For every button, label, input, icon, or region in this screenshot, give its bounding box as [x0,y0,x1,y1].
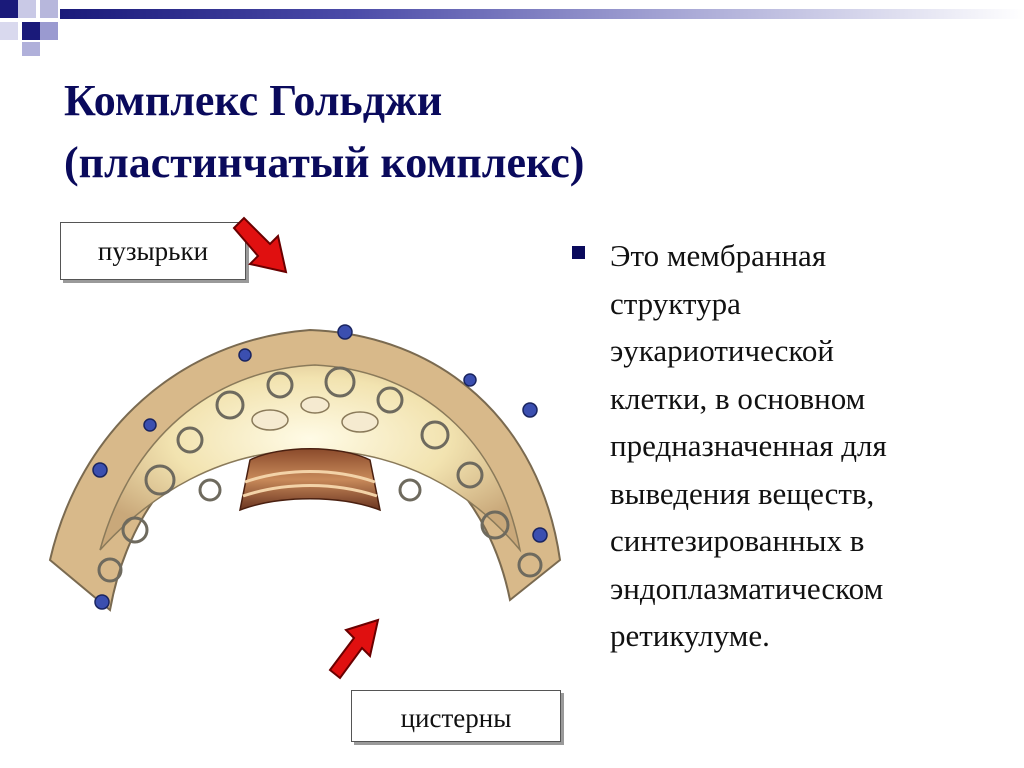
bullet-line: синтезированных в [610,523,865,558]
bullet-line: клетки, в основном [610,380,866,416]
bullet-text: Это мембранная структура эукариотической… [610,232,1010,660]
title-line-2: (пластинчатый комплекс) [64,138,585,187]
square-bullet-icon [572,246,585,259]
title-line-1: Комплекс Гольджи [64,76,443,125]
bullet-line: Это мембранная [610,238,827,273]
red-arrow-down-right-icon [232,216,288,274]
bullet-line: выведения веществ, [610,475,875,511]
label-cisterns: цистерны [351,690,561,742]
bullet-line: предназначенная для [610,428,887,463]
top-gradient-bar [60,9,1024,19]
bullet-line: эукариотической [610,333,834,368]
golgi-complex-illustration [48,324,562,612]
bullet-line: ретикулуме. [610,618,770,653]
bullet-line: эндоплазматическом [610,570,884,606]
red-arrow-up-right-icon [328,618,380,680]
slide-title: Комплекс Гольджи (пластинчатый комплекс) [64,70,964,194]
label-vesicles: пузырьки [60,222,246,280]
corner-decoration [0,0,58,56]
bullet-line: структура [610,285,741,321]
